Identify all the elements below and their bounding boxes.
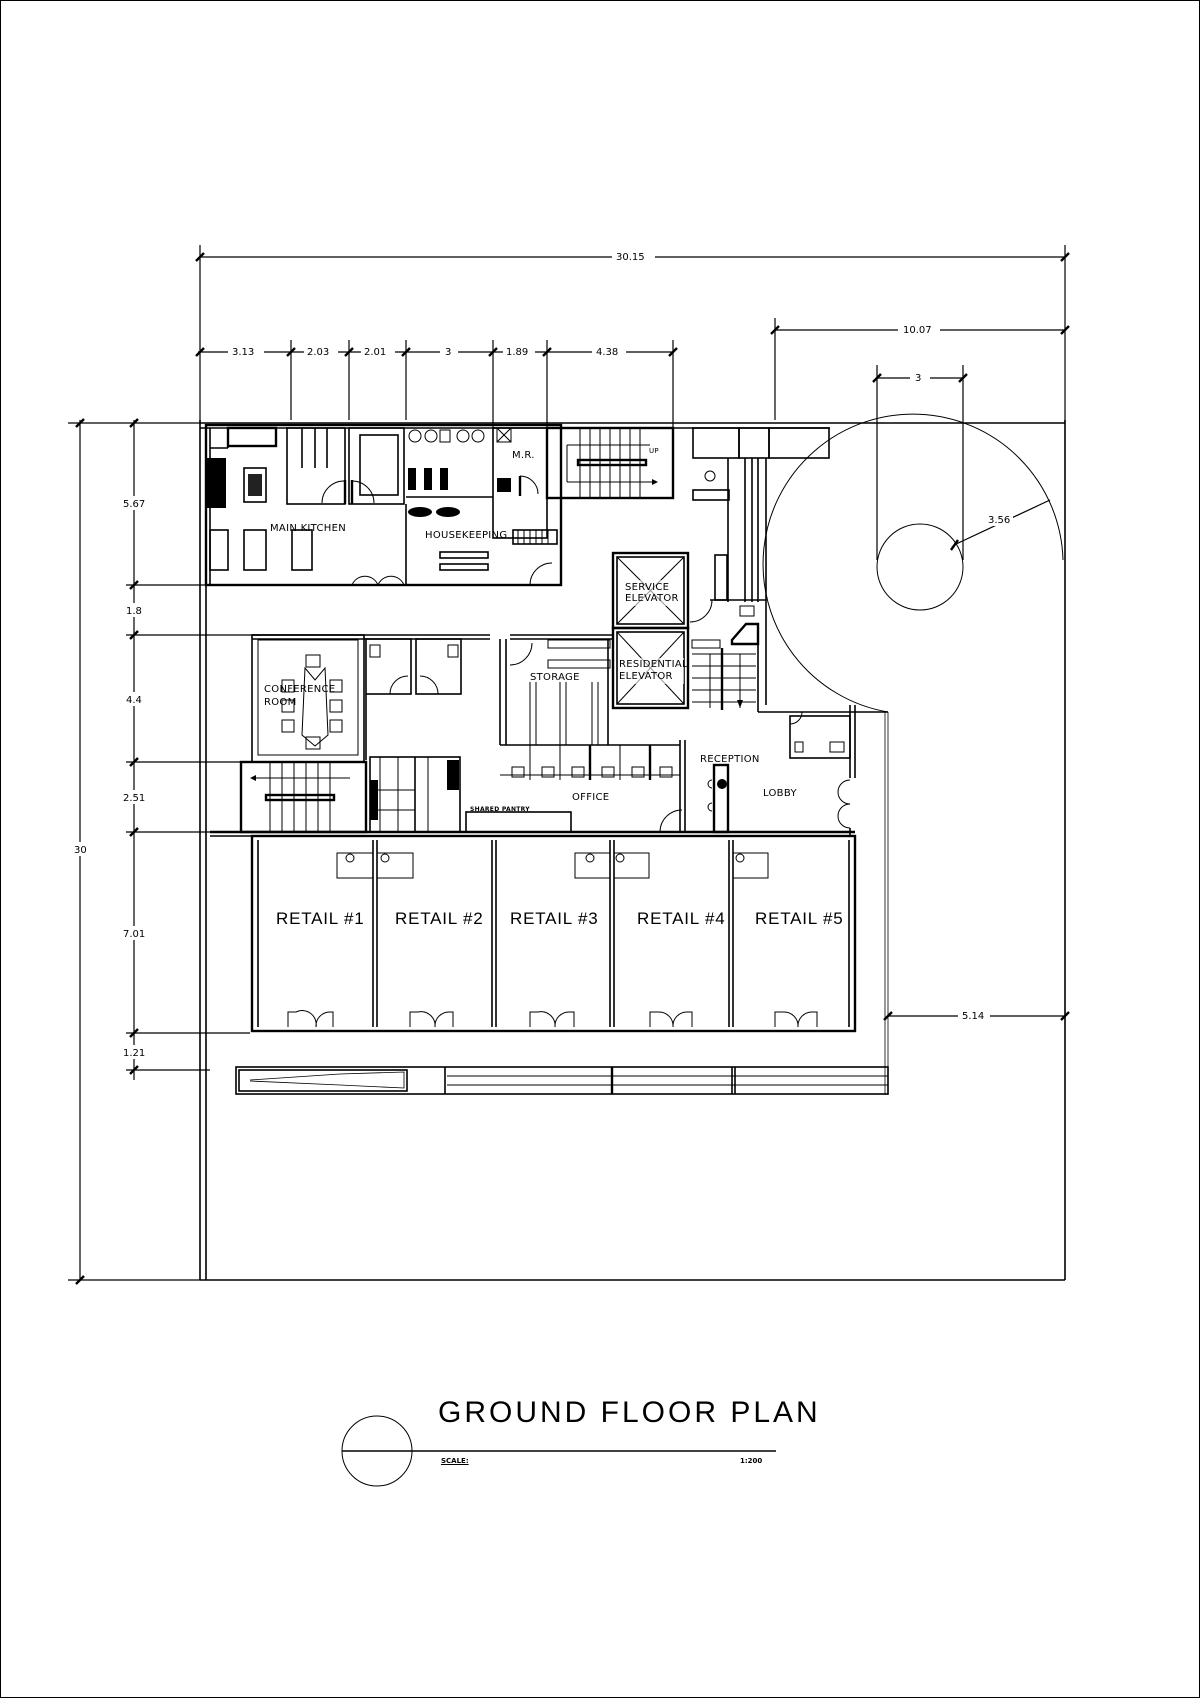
svg-text:OFFICE: OFFICE <box>572 792 609 803</box>
circular-ramp: 3 3.56 <box>762 365 1064 1095</box>
svg-text:4.4: 4.4 <box>126 695 142 706</box>
svg-text:1.21: 1.21 <box>123 1048 145 1059</box>
drawing-title: GROUND FLOOR PLAN <box>438 1396 821 1429</box>
svg-text:ELEVATOR: ELEVATOR <box>625 593 679 604</box>
svg-text:RETAIL #4: RETAIL #4 <box>637 909 725 928</box>
svg-text:RETAIL #1: RETAIL #1 <box>276 909 364 928</box>
washer-icons <box>408 429 485 517</box>
svg-text:2.03: 2.03 <box>307 347 329 358</box>
svg-text:MAIN KITCHEN: MAIN KITCHEN <box>270 523 346 534</box>
svg-text:ROOM: ROOM <box>264 697 297 708</box>
svg-text:30: 30 <box>74 845 87 856</box>
svg-text:5.67: 5.67 <box>123 499 145 510</box>
svg-text:2.51: 2.51 <box>123 793 145 804</box>
middle-wing: CONFERENCE ROOM STORAGE <box>251 634 856 836</box>
office-desks <box>511 745 673 780</box>
svg-text:4.38: 4.38 <box>596 347 618 358</box>
svg-text:3.56: 3.56 <box>988 515 1010 526</box>
svg-text:1.89: 1.89 <box>506 347 528 358</box>
svg-text:CONFERENCE: CONFERENCE <box>264 684 335 695</box>
svg-text:1.8: 1.8 <box>126 606 142 617</box>
dimension-right-setback: 10.07 <box>770 318 1070 420</box>
svg-text:2.01: 2.01 <box>364 347 386 358</box>
svg-text:3.13: 3.13 <box>232 347 254 358</box>
svg-text:30.15: 30.15 <box>616 252 645 263</box>
svg-text:5.14: 5.14 <box>962 1011 984 1022</box>
svg-text:RESIDENTIAL: RESIDENTIAL <box>619 659 688 670</box>
conference-table <box>281 654 343 750</box>
svg-text:HOUSEKEEPING: HOUSEKEEPING <box>425 530 507 541</box>
north-wing <box>204 423 830 705</box>
svg-text:3: 3 <box>915 373 921 384</box>
svg-text:7.01: 7.01 <box>123 929 145 940</box>
retail-row: RETAIL #1 RETAIL #2 RETAIL #3 RETAIL #4 … <box>250 834 857 1033</box>
title-symbol <box>341 1415 776 1487</box>
west-stair <box>239 760 368 834</box>
dimension-overall-width: 30.15 <box>195 245 1070 423</box>
dimension-right-side: 5.14 <box>883 1011 1070 1022</box>
east-stair <box>689 599 888 713</box>
front-canopy <box>235 1066 889 1095</box>
svg-text:SERVICE: SERVICE <box>625 582 669 593</box>
svg-text:RETAIL #3: RETAIL #3 <box>510 909 598 928</box>
scale-value: 1:200 <box>740 1457 763 1465</box>
svg-text:3: 3 <box>445 347 451 358</box>
elevators: SERVICE ELEVATOR RESIDENTIAL ELEVATOR <box>611 551 690 710</box>
scale-label: SCALE: <box>441 1457 469 1465</box>
svg-text:M.R.: M.R. <box>512 450 535 461</box>
svg-text:UP: UP <box>649 447 659 455</box>
svg-text:RETAIL #2: RETAIL #2 <box>395 909 483 928</box>
svg-text:STORAGE: STORAGE <box>530 672 580 683</box>
site-boundary <box>199 420 1066 1281</box>
svg-text:RETAIL #5: RETAIL #5 <box>755 909 843 928</box>
dimension-left-segments: 30 5.67 1.8 4.4 2.51 7.01 1.21 <box>68 418 260 1285</box>
dimension-top-segments: 3.13 2.03 2.01 3 1.89 4.38 <box>195 340 678 428</box>
svg-text:LOBBY: LOBBY <box>763 788 797 799</box>
svg-text:RECEPTION: RECEPTION <box>700 754 760 765</box>
svg-text:ELEVATOR: ELEVATOR <box>619 671 673 682</box>
svg-text:SHARED PANTRY: SHARED PANTRY <box>470 806 530 813</box>
svg-text:10.07: 10.07 <box>903 325 932 336</box>
